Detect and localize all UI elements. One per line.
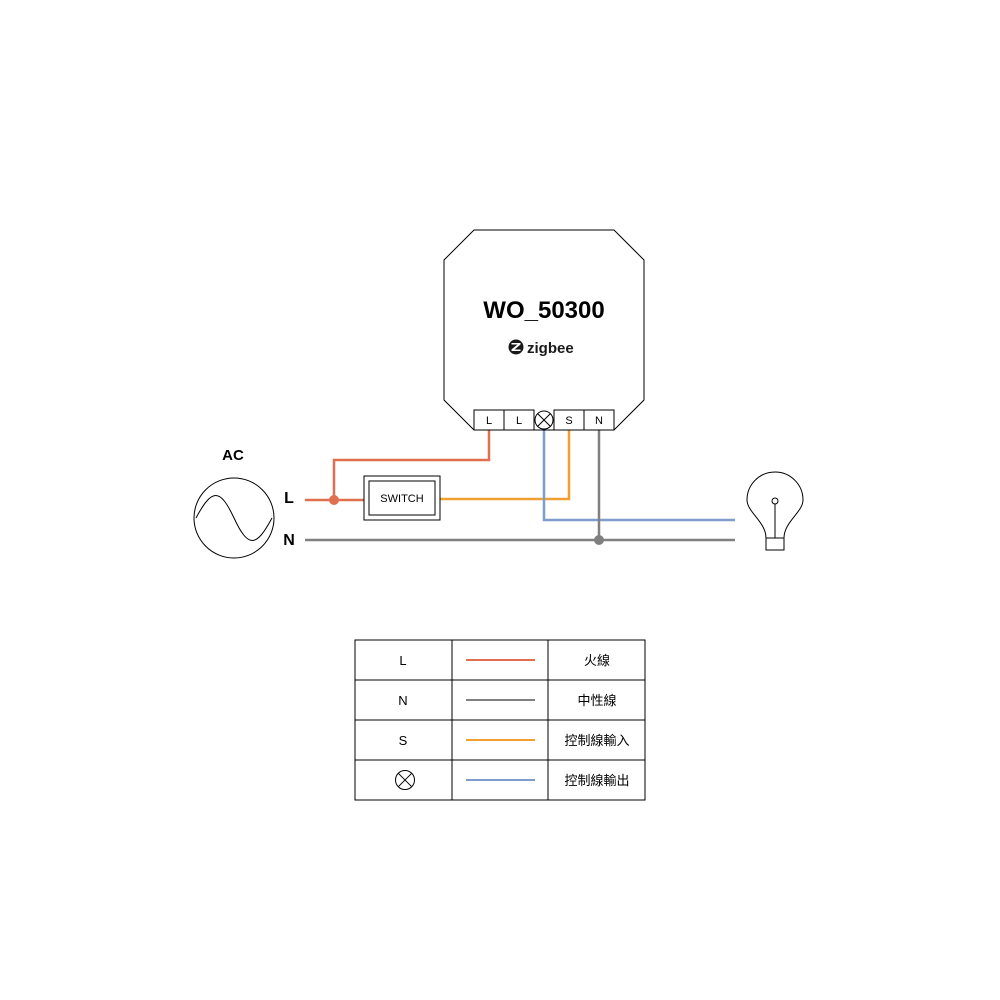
control-input-wire [440,430,571,501]
terminal-block: L L S N [473,409,615,431]
legend-symbol-n: N [398,693,407,708]
legend-symbol-l: L [399,653,406,668]
legend-output-icon [395,770,415,790]
terminal-n-label: N [595,415,603,427]
legend-table: L 火線 N 中性線 S 控制線輸入 控制線輸出 [354,639,646,801]
ac-neutral-label: N [283,532,295,549]
legend-meaning-control-in: 控制線輸入 [564,733,629,748]
switch: SWITCH [363,475,441,521]
ac-label: AC [222,447,244,464]
legend-meaning-control-out: 控制線輸出 [564,773,629,788]
sine-wave-icon [195,495,273,541]
device-title: WO_50300 [483,297,604,324]
switch-inner [368,480,436,516]
ac-source: AC L N [193,447,295,559]
zigbee-icon [508,339,524,355]
bulb-base [765,537,785,551]
wires [305,430,735,542]
terminal-l1-label: L [486,415,492,427]
terminal-s-label: S [565,415,572,427]
terminal-l2 [503,409,535,431]
legend-meaning-live: 火線 [584,653,610,668]
legend-meaning-neutral: 中性線 [577,693,616,708]
legend-symbol-s: S [399,733,408,748]
control-output-wire [542,430,735,522]
neutral-junction-dot [594,535,604,545]
terminal-l2-label: L [516,415,522,427]
switch-label: SWITCH [380,493,423,505]
ac-line-label: L [284,490,294,507]
terminal-output-icon [534,410,554,430]
live-wire-to-module [332,430,491,500]
device-body [443,229,645,431]
device-module: WO_50300 zigbee L L S N [443,229,645,431]
live-junction-dot [329,495,339,505]
light-bulb-icon [746,471,804,551]
device-brand: zigbee [527,340,574,357]
terminal-n [583,409,615,431]
